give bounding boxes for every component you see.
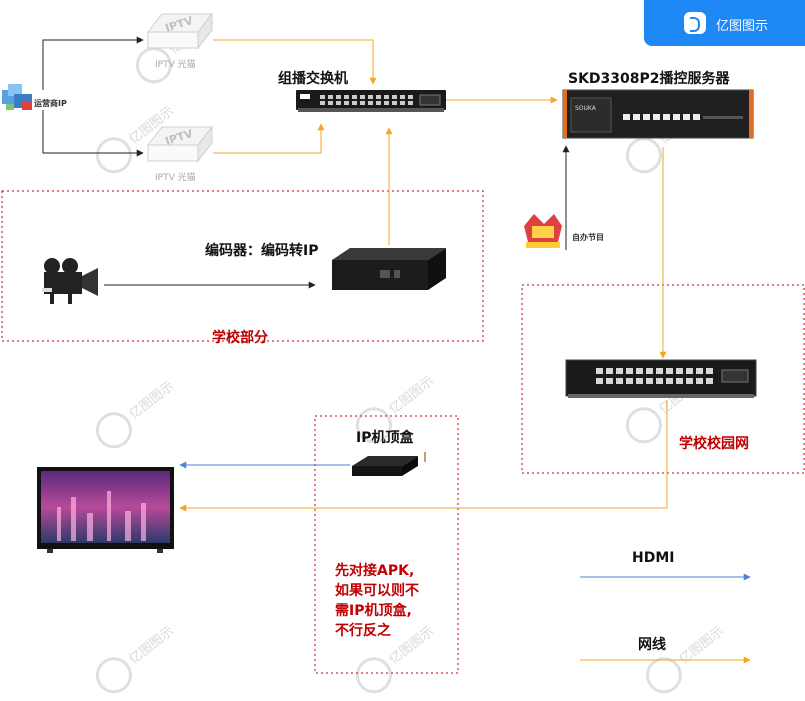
operator-icon [2, 84, 32, 110]
multicast-switch-label: 组播交换机 [278, 71, 348, 87]
operator-links [42, 36, 570, 289]
brand-badge[interactable]: 亿图图示 [644, 0, 805, 46]
brand-name: 亿图图示 [716, 19, 769, 34]
legend-hdmi-label: HDMI [632, 550, 675, 566]
diagram-canvas: SOUKA [1, 12, 805, 674]
iptv-modem-2-caption: IPTV 光猫 [155, 173, 196, 183]
server-brand: SOUKA [575, 105, 597, 112]
self-program-label: 自办节目 [572, 233, 604, 242]
camera-device [42, 258, 98, 304]
campus-switch-device [565, 359, 757, 398]
encoder-device [332, 248, 446, 290]
iptv-modem-1 [146, 12, 214, 50]
legend-network-label: 网线 [638, 637, 666, 653]
server-label: SKD3308P2播控服务器 [568, 71, 730, 87]
encoder-label: 编码器：编码转IP [205, 243, 319, 259]
stb-note: 先对接APK, 如果可以则不 需IP机顶盒, 不行反之 [335, 563, 419, 639]
tv-device [37, 467, 174, 553]
multicast-switch-device [296, 90, 446, 112]
campus-net-label: 学校校园网 [679, 436, 749, 452]
stb-note-region [314, 415, 459, 674]
operator-label: 运营商IP [34, 99, 67, 108]
network-links [179, 39, 751, 664]
self-program-icon [524, 214, 562, 248]
server-device: SOUKA [562, 89, 754, 139]
brand-logo-icon [684, 12, 706, 34]
ip-stb-label: IP机顶盒 [356, 430, 414, 446]
ip-stb-device [352, 452, 426, 476]
school-region [1, 190, 484, 342]
iptv-modem-2 [146, 125, 214, 163]
hdmi-links [179, 461, 751, 581]
school-region-label: 学校部分 [212, 330, 268, 346]
iptv-modem-1-caption: IPTV 光猫 [155, 60, 196, 70]
